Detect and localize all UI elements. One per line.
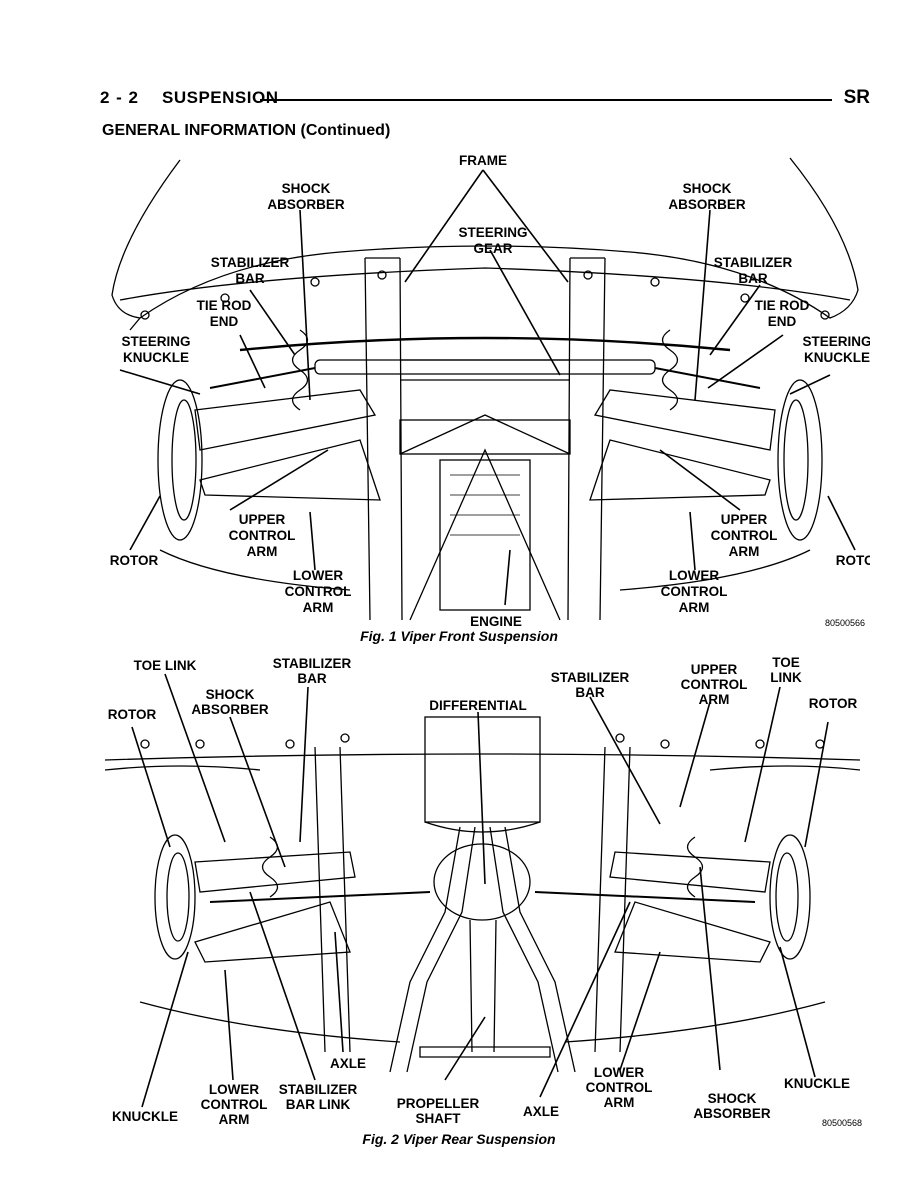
label-propeller-shaft: PROPELLER: [397, 1096, 480, 1111]
rear-labels: TOE LINK STABILIZER BAR SHOCK ABSORBER R…: [108, 655, 862, 1128]
label-toe-right: TOE: [772, 655, 800, 670]
label-stabilizer-right-2: BAR: [575, 685, 604, 700]
label-shock-right-2: ABSORBER: [693, 1106, 771, 1121]
label-differential: DIFFERENTIAL: [429, 698, 527, 713]
label-axle-center: AXLE: [330, 1056, 366, 1071]
rear-suspension-illustration: TOE LINK STABILIZER BAR SHOCK ABSORBER R…: [104, 655, 862, 1128]
label-knuckle-right-2: KNUCKLE: [804, 350, 870, 365]
label-upper-right-3: ARM: [729, 544, 760, 559]
rear-suspension-drawing: [104, 716, 861, 1073]
label-upper-right: UPPER: [691, 662, 738, 677]
label-stabilizer-left-2: BAR: [297, 671, 326, 686]
label-frame: FRAME: [459, 153, 507, 168]
label-stabilizer-left-2: BAR: [235, 271, 264, 286]
label-propeller-shaft-2: SHAFT: [416, 1111, 462, 1126]
label-knuckle-left-2: KNUCKLE: [123, 350, 189, 365]
subheading: GENERAL INFORMATION (Continued): [102, 122, 391, 139]
figure2-code: 80500568: [822, 1118, 862, 1128]
label-shock-right-2: ABSORBER: [668, 197, 746, 212]
label-lower-right: LOWER: [669, 568, 719, 583]
label-stabilizer-right-2: BAR: [738, 271, 767, 286]
label-tierod-left-2: END: [210, 314, 239, 329]
header-rule: [260, 99, 832, 101]
label-axle-right: AXLE: [523, 1104, 559, 1119]
label-tierod-left: TIE ROD: [197, 298, 252, 313]
label-tierod-right-2: END: [768, 314, 797, 329]
label-lower-right-3: ARM: [604, 1095, 635, 1110]
page-header: 2 - 2 SUSPENSION SR: [100, 87, 870, 110]
front-pointer-lines: [119, 169, 856, 606]
label-lower-right: LOWER: [594, 1065, 644, 1080]
label-shock-left: SHOCK: [206, 687, 255, 702]
label-upper-left: UPPER: [239, 512, 286, 527]
label-lower-left-3: ARM: [303, 600, 334, 615]
label-lower-right-3: ARM: [679, 600, 710, 615]
label-lower-left-2: CONTROL: [201, 1097, 268, 1112]
label-stab-link-2: BAR LINK: [286, 1097, 351, 1112]
figure-front-suspension: FRAME SHOCK ABSORBER SHOCK ABSORBER STEE…: [100, 150, 870, 630]
label-upper-right-2: CONTROL: [711, 528, 778, 543]
label-stabilizer-right: STABILIZER: [714, 255, 793, 270]
rear-pointer-lines: [131, 673, 829, 1108]
front-suspension-drawing: [111, 157, 859, 621]
section-code: SR: [843, 87, 870, 108]
label-rotor-left: ROTOR: [110, 553, 159, 568]
label-lower-left-3: ARM: [219, 1112, 250, 1127]
label-toe-right-2: LINK: [770, 670, 802, 685]
label-lower-right-2: CONTROL: [661, 584, 728, 599]
label-knuckle-right: STEERING: [802, 334, 870, 349]
figure1-code: 80500566: [825, 618, 865, 628]
label-stab-link: STABILIZER: [279, 1082, 358, 1097]
figure2-caption: Fig. 2 Viper Rear Suspension: [362, 1131, 556, 1147]
label-stabilizer-left: STABILIZER: [273, 656, 352, 671]
label-upper-left-2: CONTROL: [229, 528, 296, 543]
label-rotor-left: ROTOR: [108, 707, 157, 722]
label-upper-right-3: ARM: [699, 692, 730, 707]
label-shock-left-2: ABSORBER: [267, 197, 345, 212]
label-rotor-right: ROTOR: [836, 553, 870, 568]
label-shock-left: SHOCK: [282, 181, 331, 196]
label-lower-right-2: CONTROL: [586, 1080, 653, 1095]
label-knuckle-left: KNUCKLE: [112, 1109, 178, 1124]
label-stabilizer-left: STABILIZER: [211, 255, 290, 270]
label-steering-gear: STEERING: [458, 225, 527, 240]
label-lower-left-2: CONTROL: [285, 584, 352, 599]
label-stabilizer-right: STABILIZER: [551, 670, 630, 685]
label-shock-right: SHOCK: [708, 1091, 757, 1106]
label-knuckle-right: KNUCKLE: [784, 1076, 850, 1091]
page-number: 2 - 2: [100, 88, 140, 107]
label-upper-left-3: ARM: [247, 544, 278, 559]
label-shock-right: SHOCK: [683, 181, 732, 196]
label-toe-link-left: TOE LINK: [134, 658, 197, 673]
label-knuckle-left: STEERING: [121, 334, 190, 349]
figure-rear-suspension: TOE LINK STABILIZER BAR SHOCK ABSORBER R…: [100, 652, 870, 1130]
front-labels: FRAME SHOCK ABSORBER SHOCK ABSORBER STEE…: [110, 153, 870, 629]
label-rotor-right: ROTOR: [809, 696, 858, 711]
label-lower-left: LOWER: [293, 568, 343, 583]
label-engine: ENGINE: [470, 614, 522, 629]
label-upper-right: UPPER: [721, 512, 768, 527]
label-steering-gear-2: GEAR: [473, 241, 512, 256]
section-title: SUSPENSION: [162, 88, 279, 107]
front-suspension-illustration: FRAME SHOCK ABSORBER SHOCK ABSORBER STEE…: [110, 153, 870, 629]
label-shock-left-2: ABSORBER: [191, 702, 269, 717]
label-lower-left: LOWER: [209, 1082, 259, 1097]
figure1-caption: Fig. 1 Viper Front Suspension: [360, 628, 558, 644]
label-tierod-right: TIE ROD: [755, 298, 810, 313]
label-upper-right-2: CONTROL: [681, 677, 748, 692]
